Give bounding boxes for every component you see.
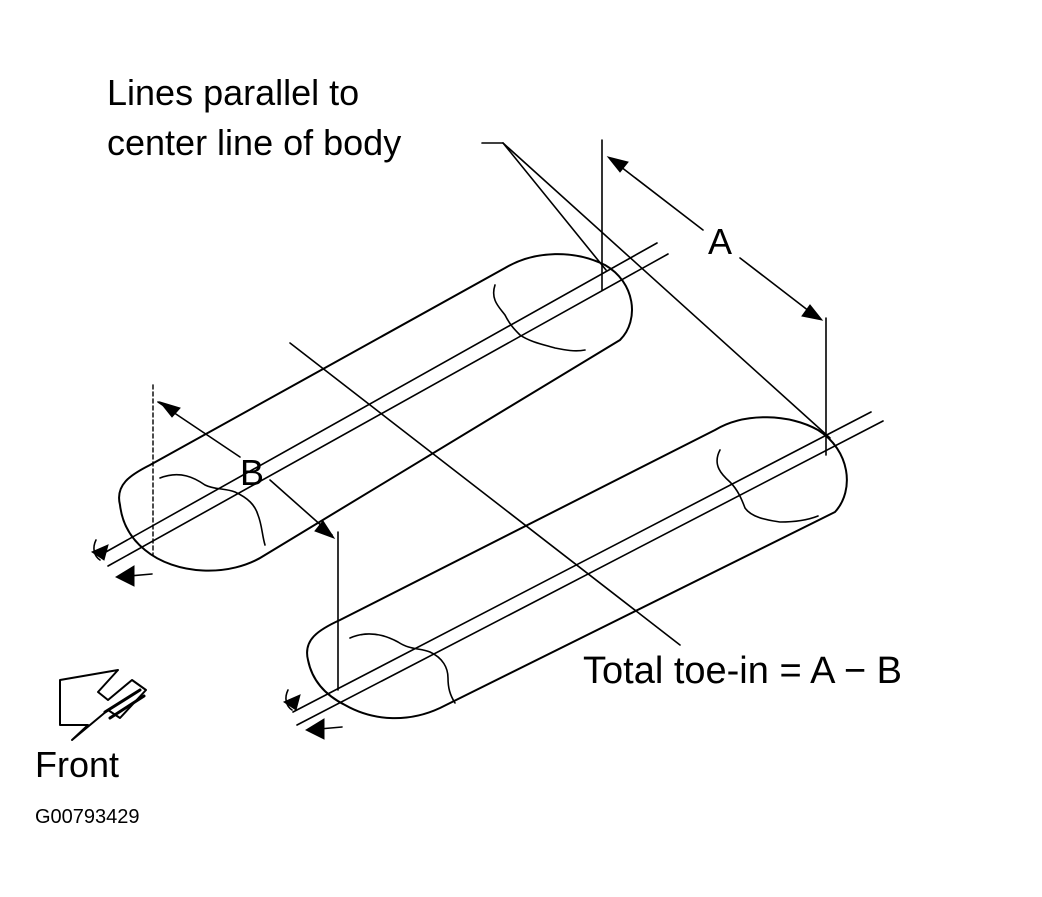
front-arrow-shade-1 (103, 688, 142, 714)
lines-parallel-label-line2: center line of body (107, 122, 401, 163)
front-direction-arrow-icon (59, 669, 147, 741)
front-arrow-shade-2 (108, 694, 146, 720)
upper-tire-rotation-arrowhead-1 (90, 544, 109, 561)
figure-id: G00793429 (35, 806, 140, 828)
lower-tire (282, 411, 884, 740)
leader-to-lower-tire (502, 142, 831, 439)
lower-tire-tread-patch-front (349, 633, 456, 704)
front-arrow-outline (59, 669, 147, 741)
dimension-a-line-left (611, 159, 704, 231)
dimension-a-label: A (708, 221, 732, 262)
front-label: Front (35, 744, 119, 785)
dimension-b-arrowhead-left (158, 401, 181, 418)
dimension-a-arrowhead-right (801, 304, 824, 321)
upper-tire (90, 242, 669, 587)
dimension-a (601, 139, 827, 456)
dimension-b-label: B (240, 452, 264, 493)
lower-tire-centerline-a (292, 411, 872, 713)
leader-to-upper-tire (502, 142, 607, 271)
dimension-b-arrowhead-right (314, 520, 336, 539)
body-center-line (289, 342, 681, 646)
upper-tire-centerline-b (107, 253, 669, 567)
upper-tire-front-arrowhead (114, 565, 135, 587)
lines-parallel-label-line1: Lines parallel to (107, 72, 359, 113)
parallel-lines-leaders (481, 142, 831, 439)
upper-tire-tread-patch-front (159, 473, 266, 546)
lower-tire-tread-patch-rear (716, 449, 819, 523)
dimension-a-arrowhead-left (606, 156, 629, 173)
total-toe-in-formula: Total toe-in = A − B (583, 650, 902, 692)
lower-tire-outline (306, 416, 848, 720)
lower-tire-centerline-b (296, 420, 884, 726)
upper-tire-tread-patch-rear (492, 284, 586, 352)
upper-tire-centerline-a (103, 242, 658, 554)
lower-tire-front-arrowhead (304, 718, 325, 740)
dimension-a-line-right (739, 257, 819, 319)
dimension-b (152, 384, 339, 691)
upper-tire-outline (118, 253, 633, 572)
lower-tire-rotation-arrowhead-1 (282, 694, 301, 711)
